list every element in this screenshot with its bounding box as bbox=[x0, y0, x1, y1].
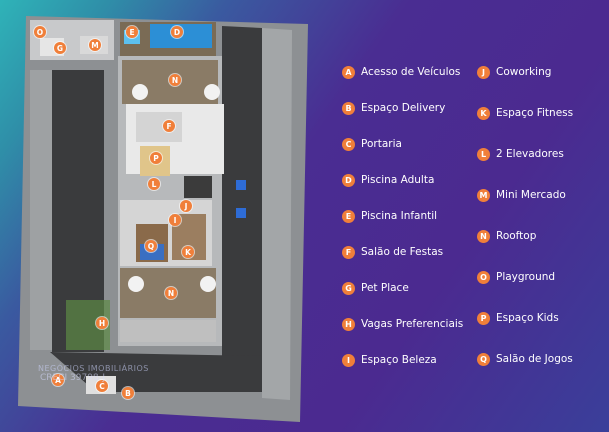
map-pin-playground: O bbox=[34, 26, 46, 38]
map-pin-salao-de-festas: F bbox=[163, 120, 175, 132]
watermark-line2: CRECI 39798-J bbox=[40, 373, 106, 383]
legend-letter-badge: B bbox=[342, 101, 355, 115]
legend-item: M Mini Mercado bbox=[477, 187, 566, 203]
legend-label: Espaço Fitness bbox=[496, 107, 574, 119]
map-pin-rooftop-bottom: N bbox=[165, 287, 177, 299]
legend-item: B Espaço Delivery bbox=[342, 100, 445, 116]
legend-item: C Portaria bbox=[342, 136, 402, 152]
legend-label: Playground bbox=[496, 271, 556, 283]
legend-letter-badge: Q bbox=[477, 352, 490, 366]
legend-letter-badge: H bbox=[342, 317, 355, 331]
legend-item: N Rooftop bbox=[477, 228, 536, 244]
map-pin-espaco-kids: P bbox=[150, 152, 162, 164]
map-pin-pet-place: G bbox=[54, 42, 66, 54]
legend-item: J Coworking bbox=[477, 64, 551, 80]
legend-item: O Playground bbox=[477, 269, 555, 285]
map-pin-acesso-veiculos: A bbox=[52, 374, 64, 386]
legend-item: D Piscina Adulta bbox=[342, 172, 434, 188]
map-pin-piscina-adulta: D bbox=[171, 26, 183, 38]
map-pin-coworking: J bbox=[180, 200, 192, 212]
legend-item: A Acesso de Veículos bbox=[342, 64, 460, 80]
legend-item: E Piscina Infantil bbox=[342, 208, 437, 224]
map-pin-vagas-preferenciais: H bbox=[96, 317, 108, 329]
legend-label: Acesso de Veículos bbox=[361, 66, 461, 78]
legend-letter-badge: O bbox=[477, 270, 490, 284]
legend-label: Salão de Jogos bbox=[496, 353, 573, 365]
legend-letter-badge: D bbox=[342, 173, 355, 187]
legend-item: F Salão de Festas bbox=[342, 244, 443, 260]
legend-item: K Espaço Fitness bbox=[477, 105, 573, 121]
legend-letter-badge: M bbox=[477, 188, 490, 202]
legend-letter-badge: N bbox=[477, 229, 490, 243]
legend-item: H Vagas Preferenciais bbox=[342, 316, 463, 332]
legend-letter-badge: J bbox=[477, 65, 490, 79]
legend-label: Piscina Adulta bbox=[361, 174, 435, 186]
legend-letter-badge: I bbox=[342, 353, 355, 367]
legend-letter-badge: G bbox=[342, 281, 355, 295]
legend-label: 2 Elevadores bbox=[496, 148, 564, 160]
legend-label: Pet Place bbox=[361, 282, 409, 294]
legend-letter-badge: C bbox=[342, 137, 355, 151]
legend-label: Rooftop bbox=[496, 230, 537, 242]
map-pin-piscina-infantil: E bbox=[126, 26, 138, 38]
map-pin-salao-de-jogos: Q bbox=[145, 240, 157, 252]
legend-letter-badge: L bbox=[477, 147, 490, 161]
legend-letter-badge: F bbox=[342, 245, 355, 259]
legend-item: P Espaço Kids bbox=[477, 310, 559, 326]
map-pin-rooftop-top: N bbox=[169, 74, 181, 86]
legend-item: L 2 Elevadores bbox=[477, 146, 564, 162]
map-pin-mini-mercado: M bbox=[89, 39, 101, 51]
map-pin-elevadores: L bbox=[148, 178, 160, 190]
legend-letter-badge: A bbox=[342, 65, 355, 79]
legend-item: Q Salão de Jogos bbox=[477, 351, 573, 367]
map-pin-espaco-delivery: B bbox=[122, 387, 134, 399]
legend-label: Espaço Kids bbox=[496, 312, 559, 324]
map-pin-espaco-beleza: I bbox=[169, 214, 181, 226]
legend-label: Portaria bbox=[361, 138, 402, 150]
legend-letter-badge: E bbox=[342, 209, 355, 223]
legend-label: Coworking bbox=[496, 66, 552, 78]
legend-label: Espaço Beleza bbox=[361, 354, 437, 366]
map-pin-portaria: C bbox=[96, 380, 108, 392]
legend-letter-badge: K bbox=[477, 106, 490, 120]
legend-label: Piscina Infantil bbox=[361, 210, 438, 222]
watermark-line1: NEGÓCIOS IMOBILIÁRIOS bbox=[38, 364, 149, 373]
legend-label: Mini Mercado bbox=[496, 189, 566, 201]
legend-letter-badge: P bbox=[477, 311, 490, 325]
legend-item: I Espaço Beleza bbox=[342, 352, 437, 368]
legend-item: G Pet Place bbox=[342, 280, 409, 296]
map-pin-espaco-fitness: K bbox=[182, 246, 194, 258]
legend-label: Vagas Preferenciais bbox=[361, 318, 464, 330]
legend-label: Salão de Festas bbox=[361, 246, 444, 258]
legend-label: Espaço Delivery bbox=[361, 102, 446, 114]
